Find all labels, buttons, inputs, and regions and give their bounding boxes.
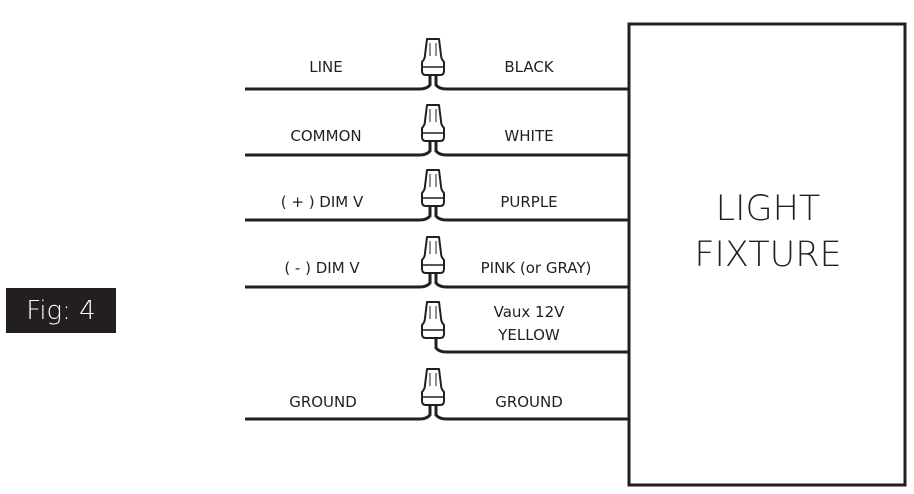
supply-wire — [245, 405, 432, 421]
wire-nut-icon — [421, 38, 445, 76]
fixture-wire — [434, 338, 629, 354]
supply-wire — [245, 75, 432, 91]
wire-label-black: BLACK — [504, 58, 554, 76]
source-label-dim-negative: ( - ) DIM V — [284, 259, 360, 277]
wire-label-white: WHITE — [504, 127, 554, 145]
wire-nut-icon — [421, 169, 445, 207]
wire-label-pink: PINK (or GRAY) — [480, 259, 592, 277]
supply-wire — [245, 273, 432, 289]
source-label-line: LINE — [309, 58, 343, 76]
wire-label-yellow: YELLOW — [498, 326, 560, 344]
fixture-wire — [434, 141, 629, 157]
supply-wire — [245, 141, 432, 157]
wire-label-vaux: Vaux 12V — [493, 303, 565, 321]
wire-label-purple: PURPLE — [500, 193, 558, 211]
wire-group — [245, 38, 629, 421]
wire-nut-icon — [421, 368, 445, 406]
fixture-wire — [434, 273, 629, 289]
light-fixture-box — [627, 22, 907, 487]
fixture-title-line1: LIGHT — [715, 189, 821, 229]
wire-label-ground: GROUND — [495, 393, 563, 411]
fixture-wire — [434, 206, 629, 222]
source-label-common: COMMON — [290, 127, 362, 145]
fixture-wire — [434, 405, 629, 421]
source-label-dim-positive: ( + ) DIM V — [280, 193, 364, 211]
wire-nut-icon — [421, 236, 445, 274]
figure-label: Fig: 4 — [6, 288, 116, 333]
wire-nut-icon — [421, 301, 445, 339]
source-label-ground: GROUND — [289, 393, 357, 411]
supply-wire — [245, 206, 432, 222]
fixture-title-line2: FIXTURE — [694, 235, 842, 275]
wire-nut-icon — [421, 104, 445, 142]
fixture-wire — [434, 75, 629, 91]
fixture-title: LIGHT FIXTURE — [630, 186, 906, 278]
